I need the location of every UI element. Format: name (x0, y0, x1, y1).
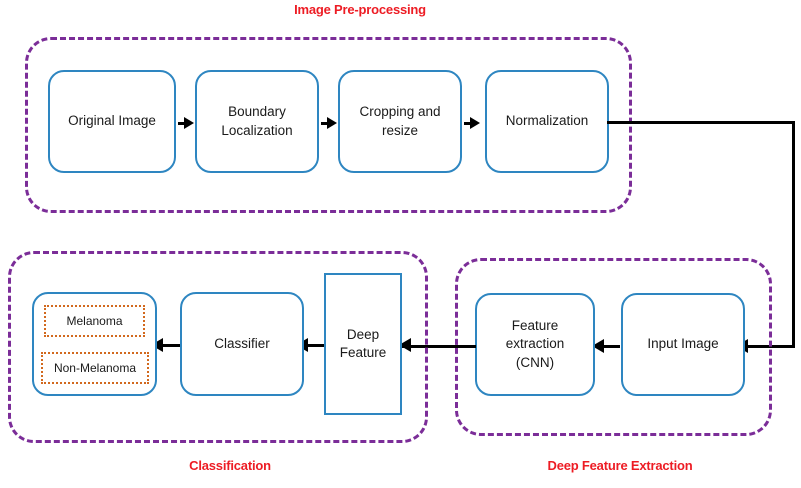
group-preprocessing (25, 37, 632, 213)
arrowhead-cropping-to-normalization-icon (470, 117, 480, 129)
connector-original-to-boundary (178, 122, 188, 125)
connector-cropping-to-normalization (464, 122, 474, 125)
connector-deep-feature-to-classifier (306, 344, 324, 347)
node-original-image-label: Original Image (68, 113, 156, 129)
arrowhead-boundary-to-cropping-icon (327, 117, 337, 129)
node-feature-extraction-cnn-label: Feature extraction (CNN) (505, 318, 565, 370)
node-feature-extraction-cnn[interactable]: Feature extraction (CNN) (475, 293, 595, 396)
chip-non-melanoma[interactable]: Non-Melanoma (41, 352, 149, 384)
chip-melanoma-label: Melanoma (66, 314, 123, 328)
connector-classifier-to-outputs (162, 344, 180, 347)
section-title-feature-extraction: Deep Feature Extraction (547, 458, 693, 473)
connector-input-image-to-feature-extraction (602, 345, 620, 348)
group-classification (8, 251, 428, 443)
node-classifier-label: Classifier (214, 335, 270, 351)
node-deep-feature[interactable]: Deep Feature (324, 273, 402, 415)
chip-melanoma[interactable]: Melanoma (44, 305, 145, 337)
node-cropping-and-resize[interactable]: Cropping and resize (338, 70, 462, 173)
section-title-classification: Classification (189, 458, 271, 473)
connector-feature-extraction-to-deep-feature (402, 345, 476, 348)
node-cropping-and-resize-label: Cropping and resize (359, 104, 441, 138)
chip-non-melanoma-label: Non-Melanoma (53, 361, 137, 375)
node-normalization[interactable]: Normalization (485, 70, 609, 173)
node-classifier[interactable]: Classifier (180, 292, 304, 396)
node-deep-feature-label: Deep Feature (339, 326, 387, 360)
connector-boundary-to-cropping (321, 122, 331, 125)
section-title-preprocessing: Image Pre-processing (294, 2, 426, 17)
node-boundary-localization-label: Boundary Localization (221, 104, 293, 138)
connector-normalization-right-segment (607, 121, 795, 124)
arrowhead-original-to-boundary-icon (184, 117, 194, 129)
node-original-image[interactable]: Original Image (48, 70, 176, 173)
arrowhead-input-image-to-feature-extraction-icon (592, 339, 604, 353)
node-boundary-localization[interactable]: Boundary Localization (195, 70, 319, 173)
connector-right-vertical-segment (792, 121, 795, 348)
node-normalization-label: Normalization (505, 113, 589, 129)
node-input-image-label: Input Image (647, 336, 719, 352)
arrowhead-feature-extraction-to-deep-feature-icon (399, 338, 411, 352)
node-input-image[interactable]: Input Image (621, 293, 745, 396)
